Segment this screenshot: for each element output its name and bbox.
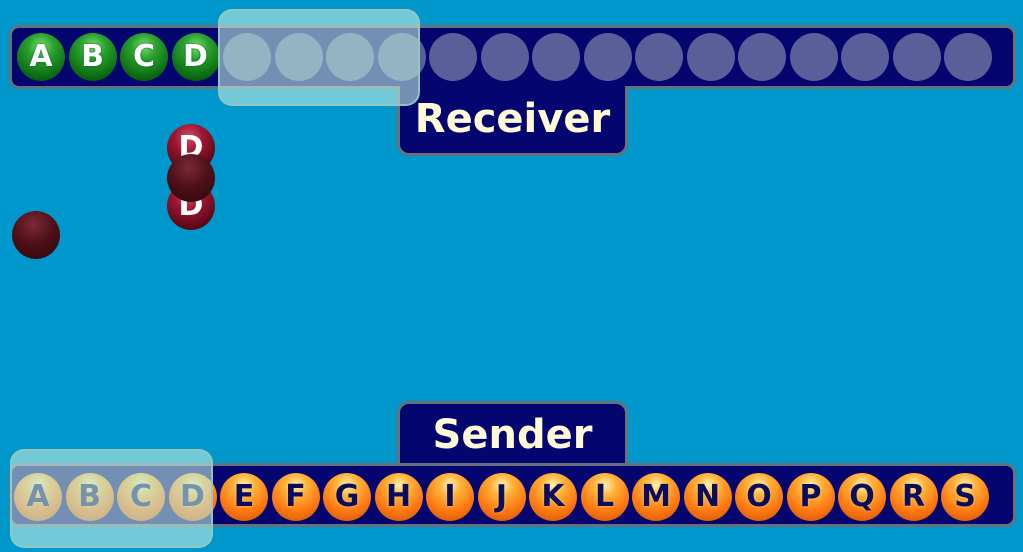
- empty-slot: [841, 33, 889, 81]
- sender-packet-j[interactable]: J: [477, 473, 526, 521]
- sender-packet-o[interactable]: O: [735, 473, 783, 521]
- lost-packet-left[interactable]: [12, 211, 60, 259]
- empty-slot: [892, 33, 941, 81]
- empty-slot: [635, 33, 683, 81]
- empty-slot: [944, 33, 992, 81]
- sender-packet-f[interactable]: F: [271, 473, 320, 521]
- empty-slot: [738, 33, 786, 81]
- sender-window[interactable]: [10, 449, 213, 548]
- empty-slot: [480, 33, 529, 81]
- empty-slot: [429, 33, 477, 81]
- empty-slot: [789, 33, 838, 81]
- sender-packet-h[interactable]: H: [374, 473, 423, 521]
- sender-packet-l[interactable]: L: [580, 473, 629, 521]
- sender-packet-r[interactable]: R: [889, 473, 938, 521]
- sender-packet-q[interactable]: Q: [838, 473, 886, 521]
- receiver-window[interactable]: [218, 9, 420, 106]
- sender-packet-p[interactable]: P: [786, 473, 835, 521]
- empty-slot: [583, 33, 632, 81]
- sender-label: Sender: [397, 401, 628, 471]
- sender-packet-g[interactable]: G: [323, 473, 371, 521]
- received-packet-a: A: [17, 33, 65, 81]
- empty-slot: [532, 33, 580, 81]
- receiver-label: Receiver: [397, 86, 628, 156]
- sender-packet-n[interactable]: N: [683, 473, 732, 521]
- received-packet-c: C: [120, 33, 168, 81]
- sender-packet-e[interactable]: E: [220, 473, 268, 521]
- received-packet-b: B: [68, 33, 117, 81]
- sender-packet-i[interactable]: I: [426, 473, 474, 521]
- lost-packet[interactable]: [167, 154, 215, 202]
- sender-packet-m[interactable]: M: [632, 473, 680, 521]
- empty-slot: [686, 33, 735, 81]
- received-packet-d: D: [171, 33, 220, 81]
- sender-packet-k[interactable]: K: [529, 473, 577, 521]
- sender-packet-s[interactable]: S: [941, 473, 989, 521]
